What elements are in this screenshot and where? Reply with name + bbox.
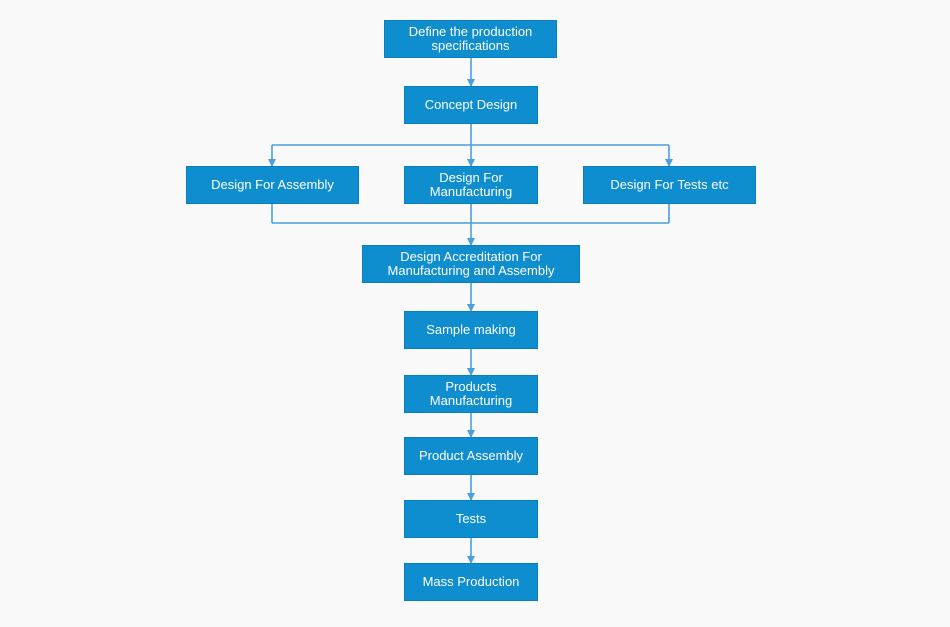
node-design-for-tests: Design For Tests etc (583, 166, 756, 204)
node-define-specs: Define the production specifications (384, 20, 557, 58)
node-products-manufacturing: Products Manufacturing (404, 375, 538, 413)
node-tests: Tests (404, 500, 538, 538)
node-sample-making: Sample making (404, 311, 538, 349)
node-mass-production: Mass Production (404, 563, 538, 601)
node-concept-design: Concept Design (404, 86, 538, 124)
node-design-accreditation: Design Accreditation For Manufacturing a… (362, 245, 580, 283)
node-product-assembly: Product Assembly (404, 437, 538, 475)
node-design-for-manufacturing: Design For Manufacturing (404, 166, 538, 204)
node-design-for-assembly: Design For Assembly (186, 166, 359, 204)
